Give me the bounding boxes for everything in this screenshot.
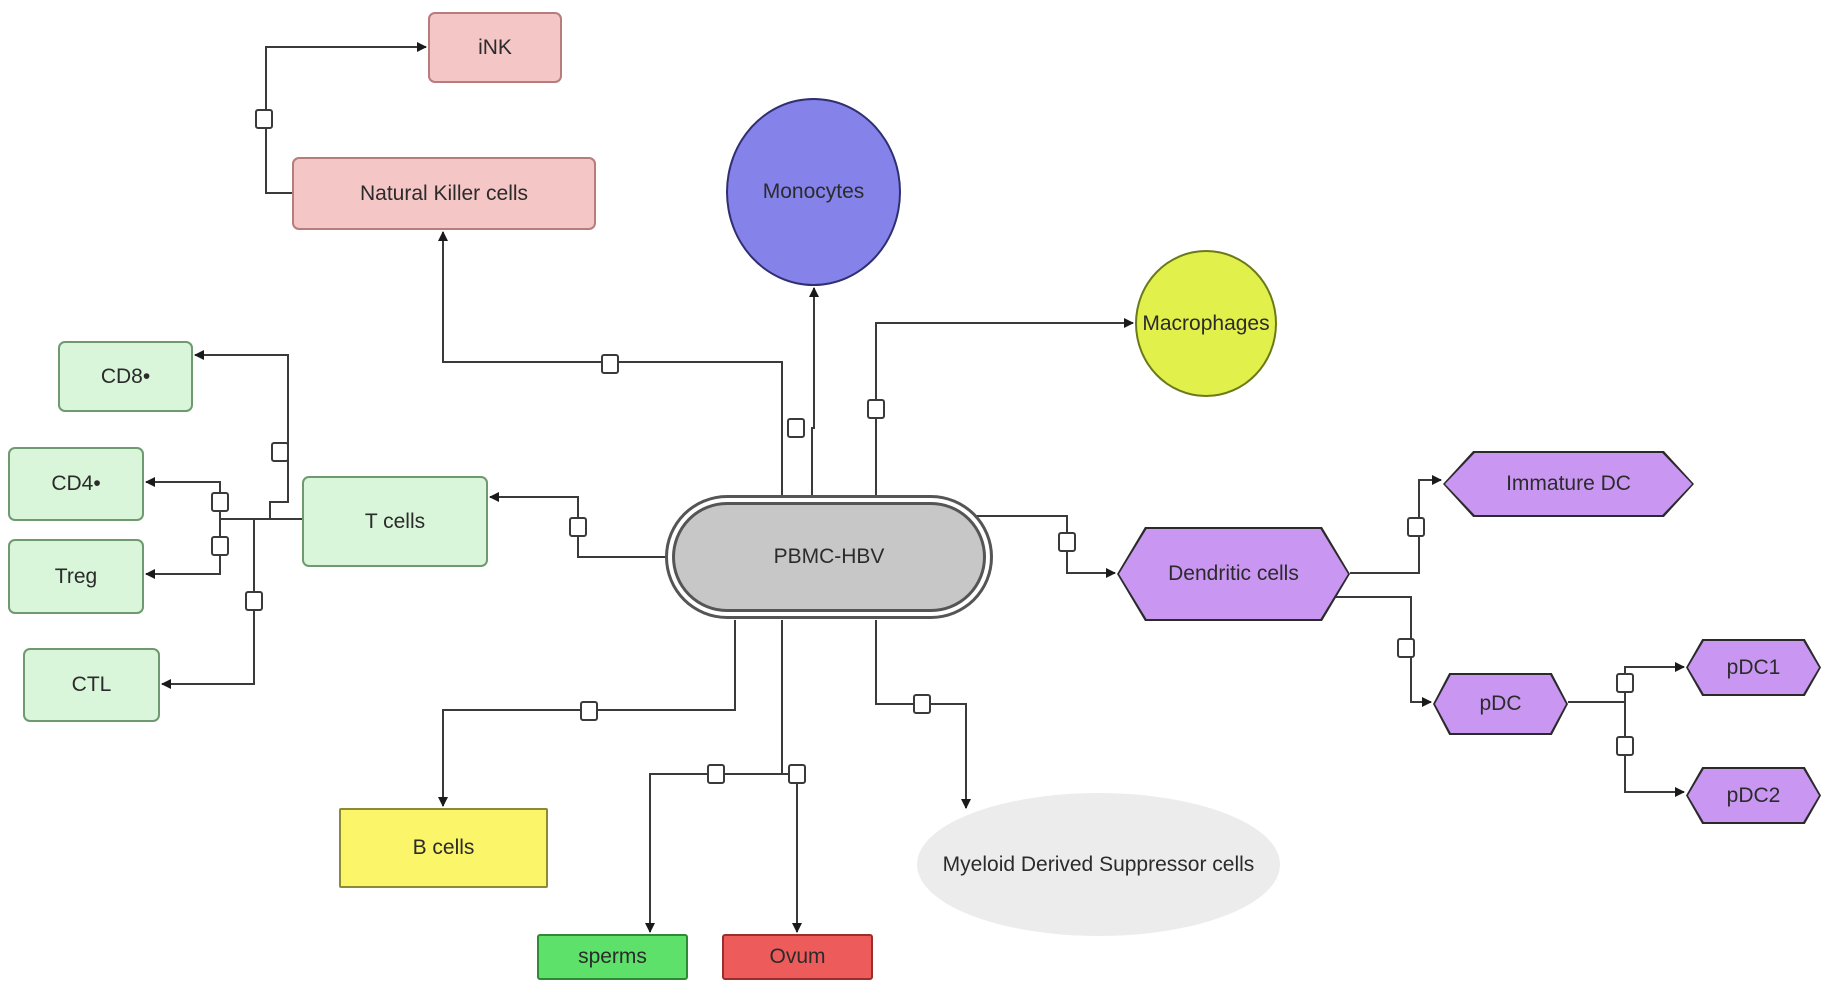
edge-marker-box	[255, 109, 273, 129]
edge-marker-box	[787, 418, 805, 438]
node-t-cells-label: T cells	[364, 509, 426, 533]
node-cd4-label: CD4•	[51, 472, 101, 495]
node-treg[interactable]: Treg	[8, 539, 144, 614]
node-sperms[interactable]: sperms	[537, 934, 688, 980]
node-mdsc-label: Myeloid Derived Suppressor cells	[942, 852, 1255, 876]
edge-marker-box	[707, 764, 725, 784]
edge-marker-group	[211, 109, 1634, 784]
node-pdc[interactable]: pDC	[1433, 673, 1568, 735]
edge-marker-box	[569, 517, 587, 537]
node-monocytes-label: Monocytes	[762, 180, 865, 203]
node-pdc1-label: pDC1	[1726, 655, 1781, 679]
node-cd4[interactable]: CD4•	[8, 447, 144, 521]
node-t-cells[interactable]: T cells	[302, 476, 488, 567]
node-pbmc-hbv[interactable]: PBMC-HBV	[672, 502, 986, 612]
node-cd8[interactable]: CD8•	[58, 341, 193, 412]
node-ovum-label: Ovum	[769, 945, 826, 968]
edge-center-to-dendritic	[976, 515, 1116, 578]
node-pdc2-label: pDC2	[1726, 783, 1781, 807]
edge-marker-box	[1616, 673, 1634, 693]
edge-marker-box	[211, 492, 229, 512]
edge-dendritic-to-immature-dc	[1350, 475, 1442, 574]
edge-center-to-macrophages	[875, 318, 1134, 502]
node-b-cells-label: B cells	[412, 836, 475, 859]
node-ink-label: iNK	[478, 35, 512, 59]
node-macrophages[interactable]: Macrophages	[1135, 250, 1277, 397]
edge-marker-box	[1058, 532, 1076, 552]
node-ctl[interactable]: CTL	[23, 648, 160, 722]
node-ctl-label: CTL	[71, 673, 112, 696]
node-natural-killer-cells-label: Natural Killer cells	[359, 181, 529, 205]
node-immature-dc-label: Immature DC	[1506, 472, 1631, 495]
node-sperms-label: sperms	[578, 945, 647, 968]
edge-dendritic-to-pdc	[1334, 596, 1432, 707]
node-ink[interactable]: iNK	[428, 12, 562, 83]
node-immature-dc[interactable]: Immature DC	[1443, 451, 1694, 517]
edge-marker-box	[271, 442, 289, 462]
edge-center-to-monocytes	[809, 287, 819, 502]
node-pdc2[interactable]: pDC2	[1686, 767, 1821, 824]
edge-marker-box	[211, 536, 229, 556]
node-monocytes[interactable]: Monocytes	[726, 98, 901, 286]
node-dendritic-cells[interactable]: Dendritic cells	[1117, 527, 1350, 621]
node-b-cells[interactable]: B cells	[339, 808, 548, 888]
edge-marker-box	[1397, 638, 1415, 658]
node-pbmc-hbv-label: PBMC-HBV	[773, 545, 885, 568]
node-treg-label: Treg	[54, 564, 98, 588]
node-pdc1[interactable]: pDC1	[1686, 639, 1821, 696]
node-dendritic-cells-label: Dendritic cells	[1168, 562, 1299, 585]
edge-marker-box	[913, 694, 931, 714]
node-macrophages-label: Macrophages	[1142, 311, 1270, 335]
node-ovum[interactable]: Ovum	[722, 934, 873, 980]
node-pdc-label: pDC	[1479, 692, 1522, 715]
edge-tcells-to-ctl	[161, 518, 302, 689]
node-natural-killer-cells[interactable]: Natural Killer cells	[292, 157, 596, 230]
edge-marker-box	[245, 591, 263, 611]
edge-marker-box	[1616, 736, 1634, 756]
edge-marker-box	[1407, 517, 1425, 537]
edge-marker-box	[788, 764, 806, 784]
edge-marker-box	[867, 399, 885, 419]
node-myeloid-derived-suppressor-cells[interactable]: Myeloid Derived Suppressor cells	[917, 793, 1280, 936]
node-cd8-label: CD8•	[100, 364, 151, 388]
edge-marker-box	[601, 354, 619, 374]
edge-marker-box	[580, 701, 598, 721]
